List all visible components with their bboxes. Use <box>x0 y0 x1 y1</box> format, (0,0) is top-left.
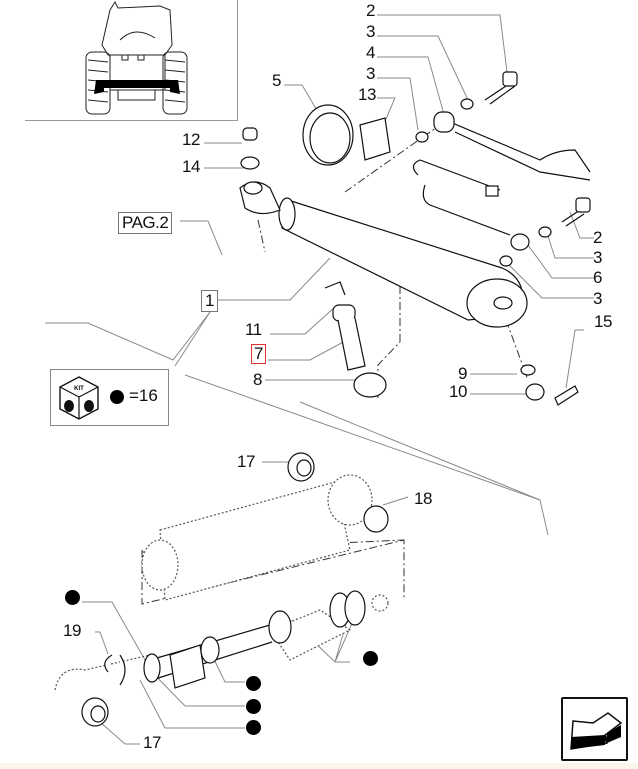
callout-17[interactable]: 17 <box>237 452 255 471</box>
assembly-ref-1[interactable]: 1 <box>201 290 218 312</box>
kit-dot-symbol <box>110 390 124 404</box>
callout-3[interactable]: 3 <box>366 64 375 83</box>
callout-2[interactable]: 2 <box>366 1 375 20</box>
callout-3[interactable]: 3 <box>593 248 602 267</box>
callout-17[interactable]: 17 <box>143 733 161 752</box>
arrow-back-icon <box>570 712 623 750</box>
previous-page-button[interactable] <box>561 697 628 761</box>
callout-3[interactable]: 3 <box>366 22 375 41</box>
kit-text: KIT <box>74 386 84 392</box>
kit-cube-icon: KIT <box>59 376 99 420</box>
callout-6[interactable]: 6 <box>593 268 602 287</box>
thumbnail-frame <box>25 0 238 121</box>
callout-18[interactable]: 18 <box>414 489 432 508</box>
callout-15[interactable]: 15 <box>594 312 612 331</box>
callout-14[interactable]: 14 <box>182 157 200 176</box>
callout-4[interactable]: 4 <box>366 43 375 62</box>
callout-3[interactable]: 3 <box>593 289 602 308</box>
kit-dot[interactable] <box>363 651 378 666</box>
callout-5[interactable]: 5 <box>272 71 281 90</box>
callout-13[interactable]: 13 <box>358 85 376 104</box>
callout-10[interactable]: 10 <box>449 382 467 401</box>
callout-11[interactable]: 11 <box>245 320 262 339</box>
kit-dot[interactable] <box>246 720 261 735</box>
kit-dot[interactable] <box>246 699 261 714</box>
footer-strip <box>0 763 638 769</box>
page-ref-button[interactable]: PAG.2 <box>118 212 173 234</box>
callout-12[interactable]: 12 <box>182 130 200 149</box>
callout-8[interactable]: 8 <box>253 370 262 389</box>
callout-2[interactable]: 2 <box>593 228 602 247</box>
kit-dot[interactable] <box>246 676 261 691</box>
kit-legend-text: =16 <box>129 386 158 405</box>
callout-9[interactable]: 9 <box>458 364 467 383</box>
kit-dot[interactable] <box>65 590 80 605</box>
callout-19[interactable]: 19 <box>63 621 81 640</box>
callout-7-selected[interactable]: 7 <box>251 344 266 364</box>
kit-legend: KIT =16 <box>50 369 169 426</box>
tractor-front-view-icon <box>85 0 188 115</box>
